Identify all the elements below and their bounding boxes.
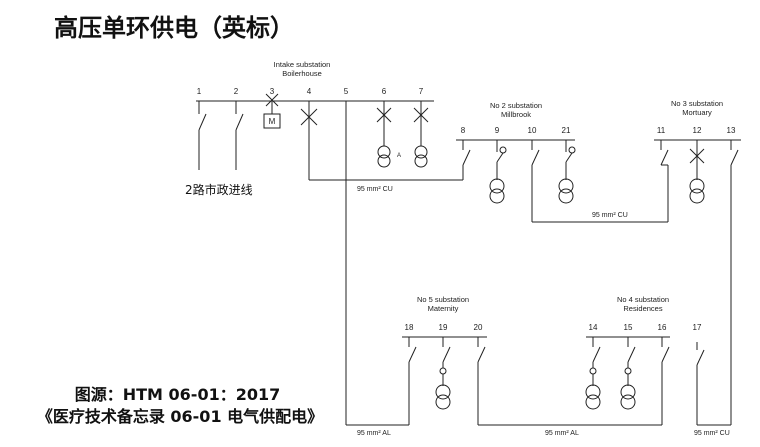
panel-number: 1	[197, 87, 202, 96]
no2-station-name: No 2 substation	[490, 101, 542, 110]
intake-panel-numbers: 1 2 3 4 5 6 7	[197, 87, 424, 96]
cable-label: 95 mm² AL	[545, 430, 579, 437]
cable-label: 95 mm² CU	[694, 430, 730, 437]
no3-busbar	[654, 139, 741, 425]
transformer-label: A	[397, 153, 401, 159]
intake-station-location: Boilerhouse	[282, 69, 322, 78]
cable-label: 95 mm² AL	[357, 430, 391, 437]
panel-number: 16	[658, 323, 667, 332]
no4-busbar	[585, 336, 705, 425]
panel-number: 21	[562, 126, 571, 135]
page-title: 高压单环供电（英标）	[54, 14, 294, 42]
no2-panel-numbers: 8 9 10 21	[461, 126, 571, 135]
panel-number: 15	[624, 323, 633, 332]
no4-station-name: No 4 substation	[617, 295, 669, 304]
no3-panel-numbers: 11 12 13	[657, 126, 736, 135]
no2-station-location: Millbrook	[501, 110, 531, 119]
panel-number: 18	[405, 323, 414, 332]
panel-number: 8	[461, 126, 466, 135]
panel-number: 9	[495, 126, 500, 135]
cable-label: 95 mm² CU	[357, 186, 393, 193]
panel-number: 11	[657, 126, 666, 135]
no2-busbar	[456, 139, 668, 223]
no5-station-name: No 5 substation	[417, 295, 469, 304]
motor-label: M	[269, 117, 276, 126]
no5-station-location: Maternity	[428, 304, 459, 313]
no5-panel-numbers: 18 19 20	[405, 323, 483, 332]
no4-panel-numbers: 14 15 16 17	[589, 323, 702, 332]
panel-number: 7	[419, 87, 424, 96]
panel-number: 13	[727, 126, 736, 135]
panel-number: 2	[234, 87, 239, 96]
intake-busbar	[196, 93, 463, 425]
panel-number: 3	[270, 87, 275, 96]
panel-number: 20	[474, 323, 483, 332]
mains-incoming-label: 2路市政进线	[185, 182, 253, 197]
no5-busbar	[402, 336, 487, 425]
source-caption: 图源：HTM 06-01：2017	[74, 385, 281, 404]
no4-station-location: Residences	[623, 304, 662, 313]
panel-number: 10	[528, 126, 537, 135]
panel-number: 19	[439, 323, 448, 332]
intake-station-name: Intake substation	[274, 60, 331, 69]
panel-number: 17	[693, 323, 702, 332]
no3-station-name: No 3 substation	[671, 99, 723, 108]
panel-number: 5	[344, 87, 349, 96]
cable-label: 95 mm² CU	[592, 212, 628, 219]
no3-station-location: Mortuary	[682, 108, 712, 117]
panel-number: 12	[693, 126, 702, 135]
panel-number: 6	[382, 87, 387, 96]
source-reference: 《医疗技术备忘录 06-01 电气供配电》	[36, 407, 324, 426]
panel-number: 14	[589, 323, 598, 332]
panel-number: 4	[307, 87, 312, 96]
